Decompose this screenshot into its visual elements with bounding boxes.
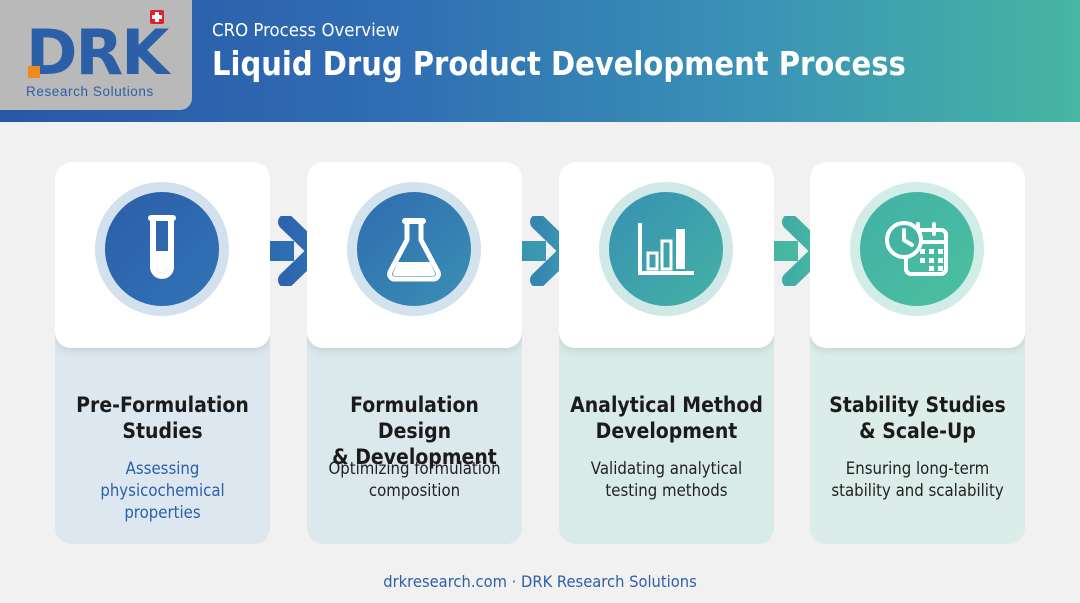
step-description: Validating analytical testing methods xyxy=(572,458,761,502)
test-tube-icon xyxy=(105,192,219,306)
logo-accent-dot xyxy=(28,66,40,78)
icon-ring xyxy=(850,182,984,316)
bar-chart-icon xyxy=(609,192,723,306)
step-desc-line: stability and scalability xyxy=(831,481,1004,501)
icon-panel xyxy=(307,162,522,348)
step-desc-line: composition xyxy=(368,481,461,501)
step-title-line: Formulation Design xyxy=(350,393,479,443)
step-description: Optimizing formulation composition xyxy=(320,458,509,502)
icon-panel xyxy=(55,162,270,348)
step-desc-line: physicochemical xyxy=(100,481,225,501)
icon-panel xyxy=(810,162,1025,348)
step-desc-line: properties xyxy=(124,503,201,523)
clock-calendar-icon xyxy=(860,192,974,306)
icon-panel xyxy=(559,162,774,348)
footer-credit[interactable]: drkresearch.com · DRK Research Solutions xyxy=(383,572,697,591)
process-step-card: Analytical Method Development Validating… xyxy=(559,162,774,544)
icon-ring xyxy=(347,182,481,316)
page-title: Liquid Drug Product Development Process xyxy=(212,44,906,83)
header-banner: DRK Research Solutions CRO Process Overv… xyxy=(0,0,1080,122)
step-description: Ensuring long-term stability and scalabi… xyxy=(823,458,1012,502)
step-title: Formulation Design & Development xyxy=(318,392,512,470)
process-step-card: Pre-Formulation Studies Assessing physic… xyxy=(55,162,270,544)
step-title-line: Development xyxy=(595,419,738,443)
step-desc-line: Ensuring long-term xyxy=(845,459,990,479)
process-step-card: Formulation Design & Development Optimiz… xyxy=(307,162,522,544)
step-desc-line: Validating analytical xyxy=(590,459,743,479)
page-subtitle: CRO Process Overview xyxy=(212,20,400,41)
step-title: Stability Studies & Scale-Up xyxy=(821,392,1015,444)
step-desc-line: Optimizing formulation xyxy=(328,459,501,479)
flask-icon xyxy=(357,192,471,306)
step-title-line: & Scale-Up xyxy=(859,419,976,443)
step-title-line: & Development xyxy=(332,445,497,469)
logo: DRK Research Solutions xyxy=(0,0,192,110)
icon-ring xyxy=(599,182,733,316)
logo-subtext: Research Solutions xyxy=(26,84,154,99)
step-desc-line: Assessing xyxy=(125,459,200,479)
logo-wordmark: DRK xyxy=(26,16,169,89)
swiss-flag-icon xyxy=(150,10,164,24)
step-title-line: Analytical Method xyxy=(570,393,763,417)
step-title-line: Pre-Formulation xyxy=(76,393,249,417)
step-title-line: Studies xyxy=(122,419,203,443)
icon-ring xyxy=(95,182,229,316)
process-step-card: Stability Studies & Scale-Up Ensuring lo… xyxy=(810,162,1025,544)
step-desc-line: testing methods xyxy=(605,481,728,501)
step-title: Analytical Method Development xyxy=(570,392,764,444)
step-title: Pre-Formulation Studies xyxy=(66,392,260,444)
step-description: Assessing physicochemical properties xyxy=(68,458,257,524)
step-title-line: Stability Studies xyxy=(829,393,1006,417)
